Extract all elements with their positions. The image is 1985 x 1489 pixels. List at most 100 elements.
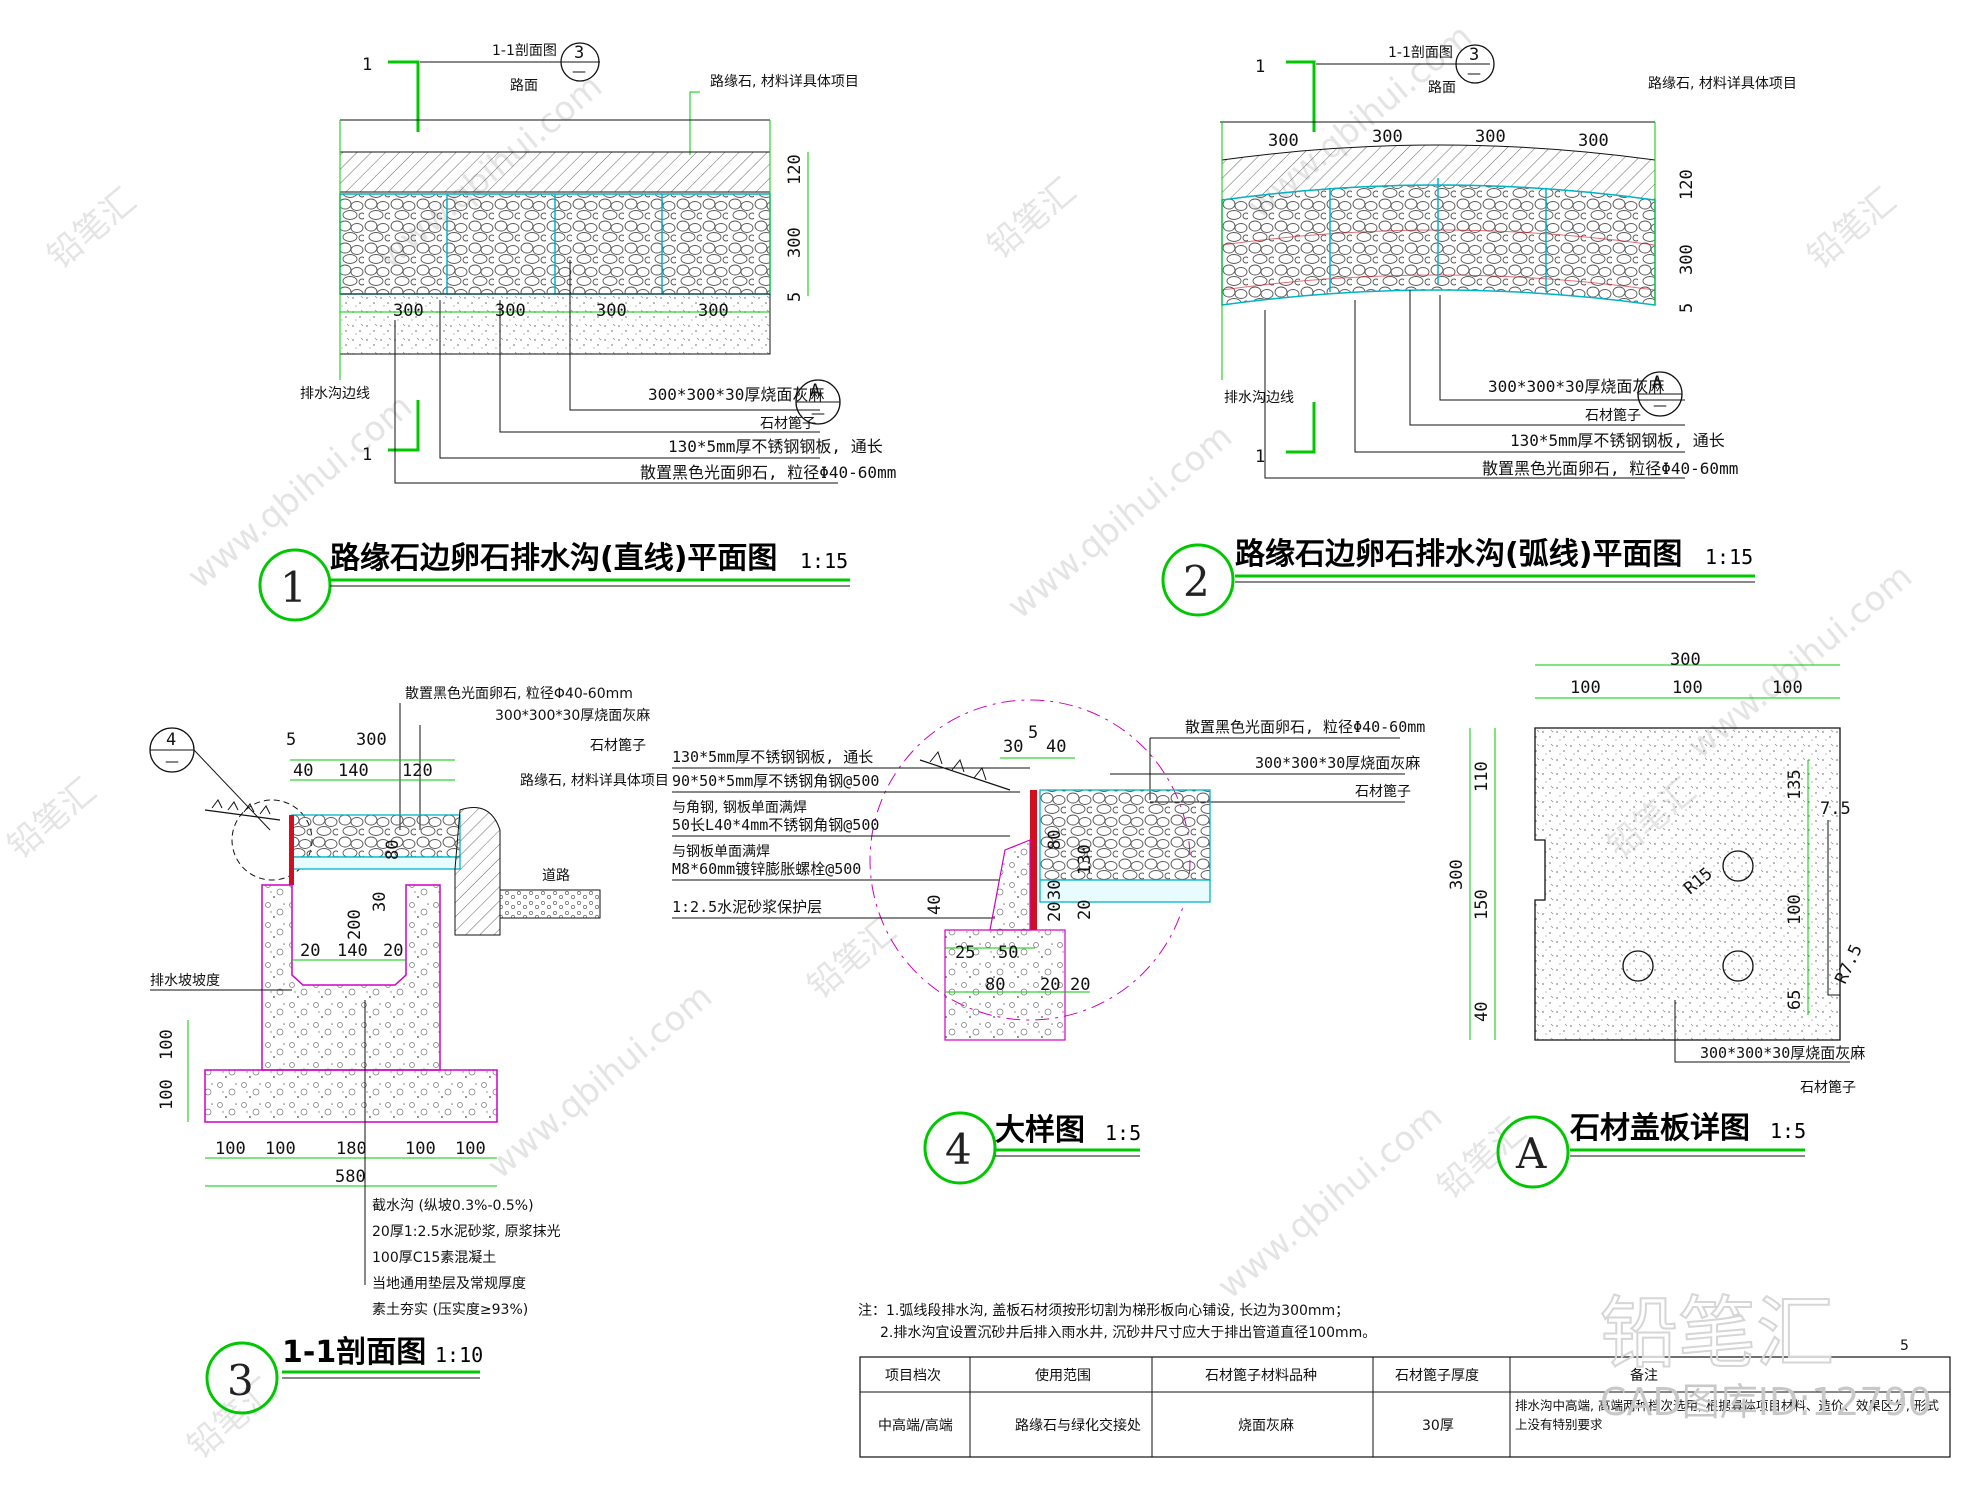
dim-label: 100 <box>265 1139 296 1159</box>
dim-label: 65 <box>1785 990 1805 1010</box>
drawing-scale: 1:10 <box>435 1343 483 1367</box>
cut-label: 1 <box>362 445 372 465</box>
dim-label: 100 <box>1772 678 1803 698</box>
dim-label: 100 <box>1570 678 1601 698</box>
callout-text: 50长L40*4mm不锈钢角钢@500 <box>672 816 879 834</box>
road-surface <box>499 889 601 919</box>
section-cut-marker <box>388 400 420 452</box>
section-tag: 1-1剖面图 <box>492 43 557 59</box>
ref-a-label: A <box>1652 373 1662 393</box>
section-ref-num: 3 <box>1469 45 1479 65</box>
drawing-number: 2 <box>1183 557 1210 606</box>
table-header: 项目档次 <box>885 1368 941 1384</box>
stone-grate <box>291 856 461 870</box>
note-line: 注：1.弧线段排水沟, 盖板石材须按形切割为梯形板向心铺设, 长边为300mm； <box>858 1302 1349 1319</box>
curb-label: 路缘石, 材料详具体项目 <box>1648 76 1797 92</box>
dim-label: 25 <box>955 943 975 963</box>
callout-text: 130*5mm厚不锈钢钢板, 通长 <box>1510 431 1725 450</box>
dim-label: 300 <box>785 227 805 258</box>
curb-stone <box>339 151 771 193</box>
section-ref-sub: — <box>1467 66 1481 82</box>
dim-label: 140 <box>337 941 368 961</box>
dim-label: 135 <box>1785 769 1805 800</box>
dim-label: 300 <box>1372 127 1403 147</box>
dim-label: 20 <box>383 941 403 961</box>
pebble-layer <box>291 814 461 858</box>
callout-text: 90*50*5mm厚不锈钢角钢@500 <box>672 772 879 790</box>
drawing-scale: 1:5 <box>1105 1121 1141 1145</box>
dim-label: 200 <box>345 909 365 940</box>
layer-callout: 20厚1:2.5水泥砂浆, 原浆抹光 <box>372 1224 561 1240</box>
road-label: 道路 <box>542 868 570 884</box>
dim-label: 20 <box>1040 975 1060 995</box>
table-cell: 30厚 <box>1422 1418 1454 1434</box>
callout-text: 石材篦子 <box>760 416 816 432</box>
watermark-brand: 铅笔汇 <box>0 771 104 867</box>
callout-text: 130*5mm厚不锈钢钢板, 通长 <box>668 437 883 456</box>
watermark-brand: 铅笔汇 <box>980 171 1084 267</box>
dim-label: 580 <box>335 1167 366 1187</box>
steel-plate <box>1030 790 1037 930</box>
table-cell: 路缘石与绿化交接处 <box>1015 1417 1141 1434</box>
callout-text: 300*300*30厚烧面灰麻 <box>495 708 650 724</box>
dim-label: 80 <box>383 840 403 860</box>
drawing-2-curved-plan: 1 1 1-1剖面图 3 — 路面 路缘石, 材料详具体项目 300 300 3… <box>1161 44 1797 617</box>
drain-hole <box>1722 950 1754 982</box>
drawing-a-cover-detail: 300 100 100 100 R15 R7.5 300 110 150 40 … <box>1447 650 1867 1189</box>
dim-label: 300 <box>1268 131 1299 151</box>
dim-label: 300 <box>1670 650 1701 670</box>
watermark-brand: 铅笔汇 <box>800 911 904 1007</box>
drawing-bubble <box>258 548 332 622</box>
drawing-number: A <box>1515 1129 1547 1178</box>
notes-block: 注：1.弧线段排水沟, 盖板石材须按形切割为梯形板向心铺设, 长边为300mm；… <box>858 1302 1376 1341</box>
dim-label: 40 <box>1472 1002 1492 1022</box>
cad-id-text: CAD图库ID:12790 <box>1600 1380 1932 1424</box>
drawing-bubble <box>923 1111 997 1185</box>
table-cell: 烧面灰麻 <box>1238 1418 1294 1434</box>
dim-label: 30 <box>370 892 390 912</box>
dim-label: 20 <box>1075 900 1095 920</box>
callout-text: 300*300*30厚烧面灰麻 <box>1488 377 1664 396</box>
curb-stone <box>454 807 501 936</box>
table-cell-remark: 排水沟中高端, 高端两种档次选用, 根据具体项目材料、造价、效果区分, 形式上没… <box>1515 1398 1939 1432</box>
drawing-title: 路缘石边卵石排水沟(直线)平面图 <box>330 541 777 576</box>
stone-grate <box>1039 879 1211 903</box>
watermark-site: www.qbihui.com <box>1210 1096 1450 1306</box>
cut-label: 1 <box>1255 447 1265 467</box>
table-header: 使用范围 <box>1035 1367 1091 1384</box>
dim-label: 50 <box>998 943 1018 963</box>
ref-a-sub: — <box>1653 398 1667 414</box>
dim-label: 300 <box>1475 127 1506 147</box>
dim-label: 300 <box>393 301 424 321</box>
table-cell: 中高端/高端 <box>878 1417 953 1434</box>
drawing-1-straight-plan: 1 1 1-1剖面图 3 — 路面 路缘石, 材料详具体项目 120 300 5… <box>258 42 896 622</box>
drawing-scale: 1:5 <box>1770 1119 1806 1143</box>
drawing-number: 3 <box>227 1356 254 1405</box>
dim-label: 40 <box>925 895 945 915</box>
dim-label: 5 <box>1028 723 1038 743</box>
dim-label: 30 <box>1003 737 1023 757</box>
brand-logo-text: 铅笔汇 <box>1600 1289 1834 1379</box>
callout-text: 路缘石, 材料详具体项目 <box>520 773 669 789</box>
drawing-title: 石材盖板详图 <box>1569 1111 1750 1146</box>
callout-text: 石材篦子 <box>590 738 646 754</box>
planting-area <box>339 293 771 355</box>
brand-overlay: 铅笔汇 CAD图库ID:12790 5 <box>1599 1288 1932 1424</box>
dim-label: 100 <box>1785 894 1805 925</box>
layer-callout: 截水沟 (纵坡0.3%-0.5%) <box>372 1198 534 1214</box>
callout-text: 与角钢, 钢板单面满焊 <box>672 800 807 816</box>
callout-text: 散置黑色光面卵石, 粒径Φ40-60mm <box>1482 459 1738 478</box>
dim-label: 130 <box>1075 844 1095 875</box>
drawing-title: 大样图 <box>995 1113 1085 1148</box>
callout-text: 散置黑色光面卵石, 粒径Φ40-60mm <box>405 685 633 702</box>
table-header: 石材篦子厚度 <box>1395 1368 1479 1384</box>
table-header: 备注 <box>1630 1367 1658 1384</box>
dim-label: 5 <box>785 292 805 302</box>
ref-num: 4 <box>166 730 176 750</box>
dim-label: 100 <box>157 1079 177 1110</box>
dim-label: 100 <box>405 1139 436 1159</box>
drawing-scale: 1:15 <box>1705 545 1753 569</box>
dim-label: 5 <box>1677 303 1697 313</box>
dim-label: 300 <box>698 301 729 321</box>
table-header: 石材篦子材料品种 <box>1205 1368 1317 1384</box>
